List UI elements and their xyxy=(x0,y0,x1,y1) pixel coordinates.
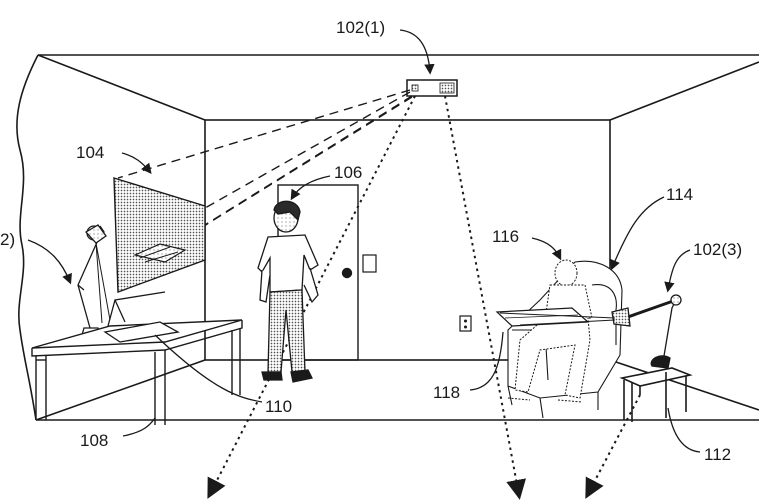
leader-108 xyxy=(122,417,156,437)
label-104: 104 xyxy=(76,143,104,162)
leader-114 xyxy=(610,196,665,271)
leader-118 xyxy=(469,331,504,391)
lamp-right xyxy=(499,294,682,369)
label-106: 106 xyxy=(334,163,362,182)
ceiling-right-edge xyxy=(609,61,759,121)
leader-102-3 xyxy=(664,249,691,293)
handheld-display xyxy=(103,291,180,343)
leader-left-lamp xyxy=(27,239,72,285)
projection-beams xyxy=(117,89,413,276)
ceiling-left-edge xyxy=(37,54,206,121)
label-102-3: 102(3) xyxy=(693,240,742,259)
leader-112 xyxy=(667,407,701,453)
door xyxy=(277,184,472,361)
projection-surface xyxy=(113,177,206,293)
label-118: 118 xyxy=(433,383,460,402)
leader-106 xyxy=(290,175,331,201)
left-wall-edge xyxy=(16,54,39,421)
floor-right-edge xyxy=(609,359,759,411)
label-108: 108 xyxy=(80,431,108,450)
side-table xyxy=(619,367,693,422)
label-116: 116 xyxy=(492,227,519,246)
leader-lines xyxy=(27,29,701,453)
ceiling-projector xyxy=(406,79,458,97)
leader-104 xyxy=(121,152,152,175)
label-112: 112 xyxy=(704,445,731,464)
leader-116 xyxy=(531,237,562,261)
reference-labels: 102(1) 104 106 2) 114 116 102(3) 118 110… xyxy=(0,18,742,464)
floor-left-edge xyxy=(35,359,206,421)
leader-110 xyxy=(154,334,263,403)
standing-person xyxy=(257,200,319,383)
label-102-1: 102(1) xyxy=(336,18,385,37)
label-114: 114 xyxy=(666,185,693,204)
leader-102-1 xyxy=(399,29,435,75)
seated-display xyxy=(495,307,590,327)
label-110: 110 xyxy=(265,397,292,416)
label-left-lamp: 2) xyxy=(0,230,15,249)
lamp-left xyxy=(77,224,111,336)
